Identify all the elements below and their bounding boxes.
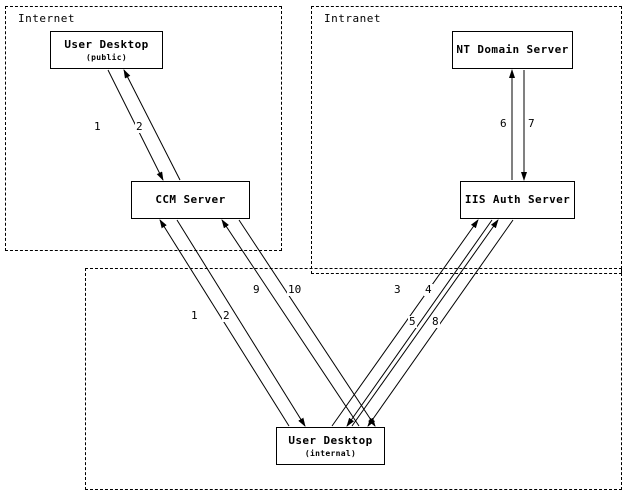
edge-step-label: 3 bbox=[393, 283, 402, 296]
edge-e1b-internal-to-ccm bbox=[159, 219, 290, 427]
node-title: IIS Auth Server bbox=[464, 193, 571, 206]
edge-step-label: 5 bbox=[408, 315, 417, 328]
edge-step-label: 10 bbox=[287, 283, 303, 296]
edge-step-label: 9 bbox=[252, 283, 261, 296]
edge-e4-iis-to-internal bbox=[346, 219, 493, 427]
node-nt-domain-server[interactable]: NT Domain Server bbox=[452, 31, 573, 69]
node-user-desktop-internal[interactable]: User Desktop (internal) bbox=[276, 427, 385, 465]
node-user-desktop-public[interactable]: User Desktop (public) bbox=[50, 31, 163, 69]
edge-e5-internal-to-iis bbox=[351, 219, 499, 427]
edge-e10-ccm-to-internal bbox=[238, 219, 376, 427]
edge-step-label: 6 bbox=[499, 117, 508, 130]
node-iis-auth-server[interactable]: IIS Auth Server bbox=[460, 181, 575, 219]
node-title: User Desktop bbox=[64, 37, 149, 51]
node-title: NT Domain Server bbox=[456, 43, 569, 56]
zone-internet bbox=[5, 6, 282, 251]
edge-step-label: 7 bbox=[527, 117, 536, 130]
zone-intranet bbox=[311, 6, 622, 274]
edge-step-label: 1 bbox=[93, 120, 102, 133]
edge-step-label: 2 bbox=[135, 120, 144, 133]
node-subtitle: (public) bbox=[86, 52, 127, 62]
zone-internal-lan bbox=[85, 268, 622, 490]
zone-internet-label: Internet bbox=[18, 12, 75, 25]
edge-step-label: 2 bbox=[222, 309, 231, 322]
edge-e3-internal-to-iis bbox=[331, 219, 479, 427]
zone-intranet-label: Intranet bbox=[324, 12, 381, 25]
node-title: CCM Server bbox=[155, 193, 226, 206]
node-ccm-server[interactable]: CCM Server bbox=[131, 181, 250, 219]
edge-e8-iis-to-internal bbox=[367, 219, 514, 427]
edge-step-label: 1 bbox=[190, 309, 199, 322]
node-title: User Desktop bbox=[288, 433, 373, 447]
edge-e2-ccm-to-public bbox=[123, 69, 181, 181]
edge-e2b-ccm-to-internal bbox=[176, 219, 306, 427]
edge-step-label: 4 bbox=[424, 283, 433, 296]
node-subtitle: (internal) bbox=[304, 448, 357, 458]
edge-e9-internal-to-ccm bbox=[221, 219, 360, 427]
edge-step-label: 8 bbox=[431, 315, 440, 328]
